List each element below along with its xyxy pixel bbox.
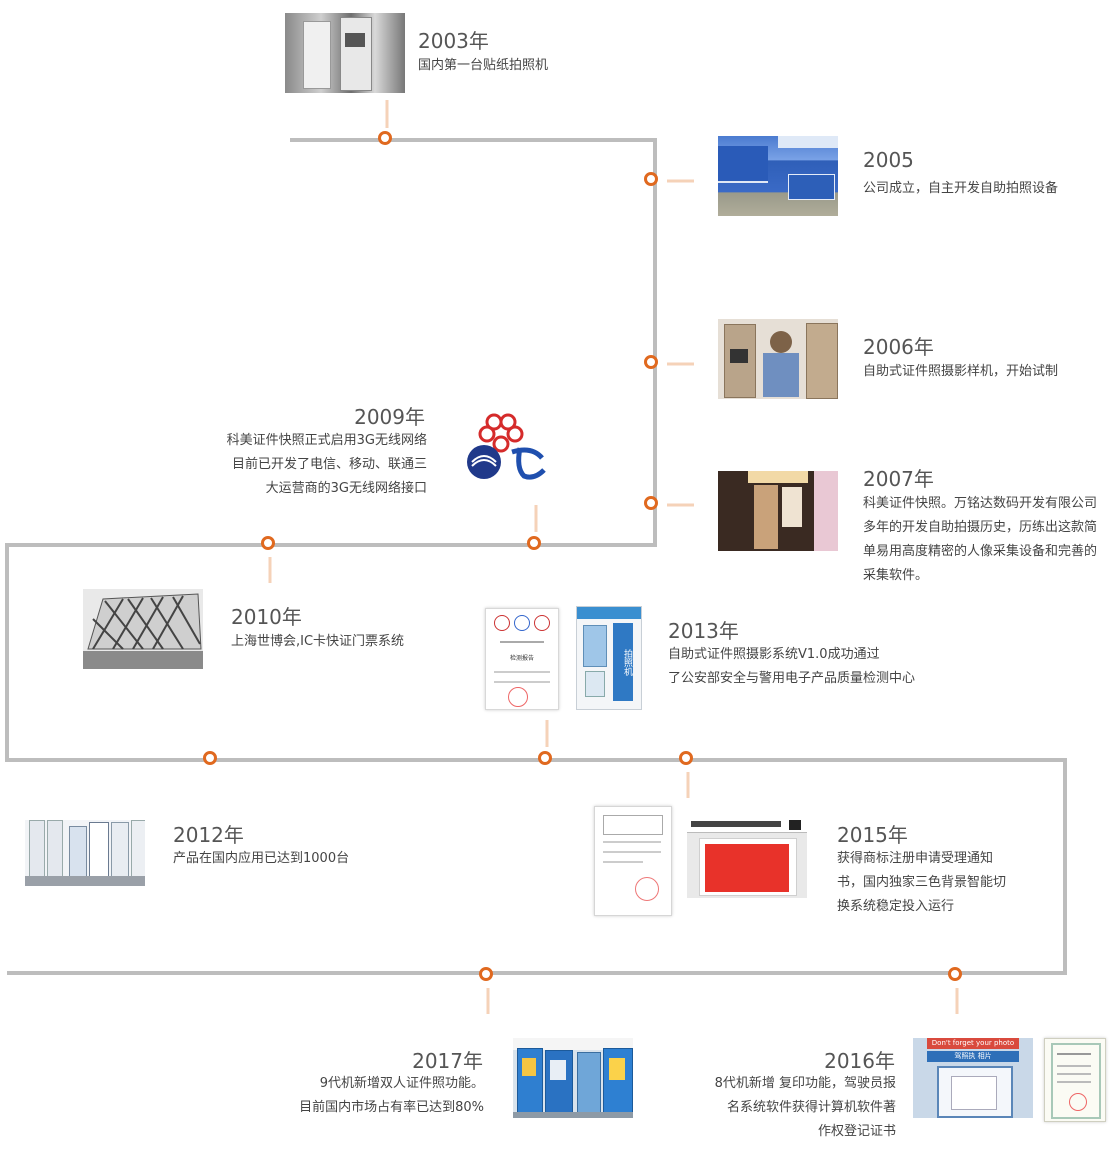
description-line: 作权登记证书 [817, 1124, 896, 1139]
event-description: 自助式证件照摄影样机，开始试制 [863, 364, 1059, 379]
cert-title: 检测报告 [509, 655, 534, 662]
description-line: 大运营商的3G无线网络接口 [265, 481, 427, 496]
description-line: 8代机新增 复印功能，驾驶员报 [714, 1076, 896, 1091]
prototype-photo [718, 319, 838, 399]
event-year: 2007年 [863, 467, 934, 491]
description-line: 换系统稳定投入运行 [837, 899, 955, 914]
description-line: 多年的开发自助拍摄历史，历练出这款简 [863, 520, 1098, 535]
event-description: 上海世博会,IC卡快证门票系统 [231, 634, 405, 649]
event-year: 2006年 [863, 335, 934, 359]
timeline-node-2017 [479, 967, 493, 981]
event-description: 科美证件快照正式启用3G无线网络 目前已开发了电信、移动、联通三 大运营商的3G… [160, 429, 427, 501]
event-description: 国内第一台贴纸拍照机 [418, 58, 549, 73]
event-description: 9代机新增双人证件照功能。 目前国内市场占有率已达到80% [200, 1072, 484, 1120]
expo-building-photo [83, 589, 203, 669]
event-year: 2015年 [837, 823, 908, 847]
event-year: 2013年 [668, 619, 739, 643]
telecom-logos [467, 413, 546, 480]
event-description: 产品在国内应用已达到1000台 [173, 851, 350, 866]
description-line: 9代机新增双人证件照功能。 [319, 1076, 484, 1091]
description-line: 目前已开发了电信、移动、联通三 [231, 457, 427, 472]
event-year: 2016年 [824, 1049, 895, 1073]
event-description: 8代机新增 复印功能，驾驶员报 名系统软件获得计算机软件著 作权登记证书 [640, 1072, 896, 1144]
booth-interior-photo [718, 471, 838, 551]
timeline-node-2009 [527, 536, 541, 550]
description-line: 采集软件。 [863, 568, 929, 583]
timeline-node-2015 [679, 751, 693, 765]
timeline-node-2006 [644, 355, 658, 369]
event-year: 2003年 [418, 29, 489, 53]
copy-kiosk-photo: Don't forget your photo 驾照执 相片 [913, 1038, 1033, 1118]
event-year: 2009年 [354, 405, 425, 429]
showroom-photo [513, 1038, 633, 1118]
event-year: 2017年 [412, 1049, 483, 1073]
factory-photo [718, 136, 838, 216]
timeline-node-2005 [644, 172, 658, 186]
description-line: 书，国内独家三色背景智能切 [837, 875, 1007, 890]
timeline-node-2013 [538, 751, 552, 765]
timeline-node-2010 [261, 536, 275, 550]
license-photo-sign: 驾照执 相片 [927, 1051, 1019, 1062]
timeline-node-2003 [378, 131, 392, 145]
forget-photo-sign: Don't forget your photo [927, 1038, 1019, 1049]
description-line: 科美证件快照正式启用3G无线网络 [226, 433, 427, 448]
description-line: 获得商标注册申请受理通知 [837, 851, 994, 866]
description-line: 单易用高度精密的人像采集设备和完善的 [863, 544, 1098, 559]
description-line: 名系统软件获得计算机软件著 [726, 1100, 896, 1115]
event-year: 2005 [863, 148, 914, 172]
description-line: 了公安部安全与警用电子产品质量检测中心 [668, 671, 916, 686]
software-certificate-photo [1044, 1038, 1106, 1122]
event-year: 2010年 [231, 605, 302, 629]
description-line: 自助式证件照摄影系统V1.0成功通过 [668, 647, 880, 662]
description-line: 科美证件快照。万铭达数码开发有限公司 [863, 496, 1098, 511]
booth-photo [285, 13, 405, 93]
timeline-node-2012 [203, 751, 217, 765]
red-background-photo [687, 818, 807, 898]
timeline-node-2016 [948, 967, 962, 981]
event-description: 获得商标注册申请受理通知 书，国内独家三色背景智能切 换系统稳定投入运行 [837, 847, 1006, 919]
certificate-photo: 检测报告 [485, 608, 559, 710]
timeline-node-2007 [644, 496, 658, 510]
kiosk-sign: 拍照机 [613, 623, 633, 701]
event-year: 2012年 [173, 823, 244, 847]
event-description: 公司成立，自主开发自助拍照设备 [863, 181, 1059, 196]
event-description: 科美证件快照。万铭达数码开发有限公司 多年的开发自助拍摄历史，历练出这款简 单易… [863, 492, 1119, 588]
description-line: 目前国内市场占有率已达到80% [299, 1100, 484, 1115]
kiosk-photo: 拍照机 [576, 606, 642, 710]
warehouse-photo [25, 806, 145, 886]
event-description: 自助式证件照摄影系统V1.0成功通过 了公安部安全与警用电子产品质量检测中心 [668, 643, 915, 691]
notice-photo [594, 806, 672, 916]
